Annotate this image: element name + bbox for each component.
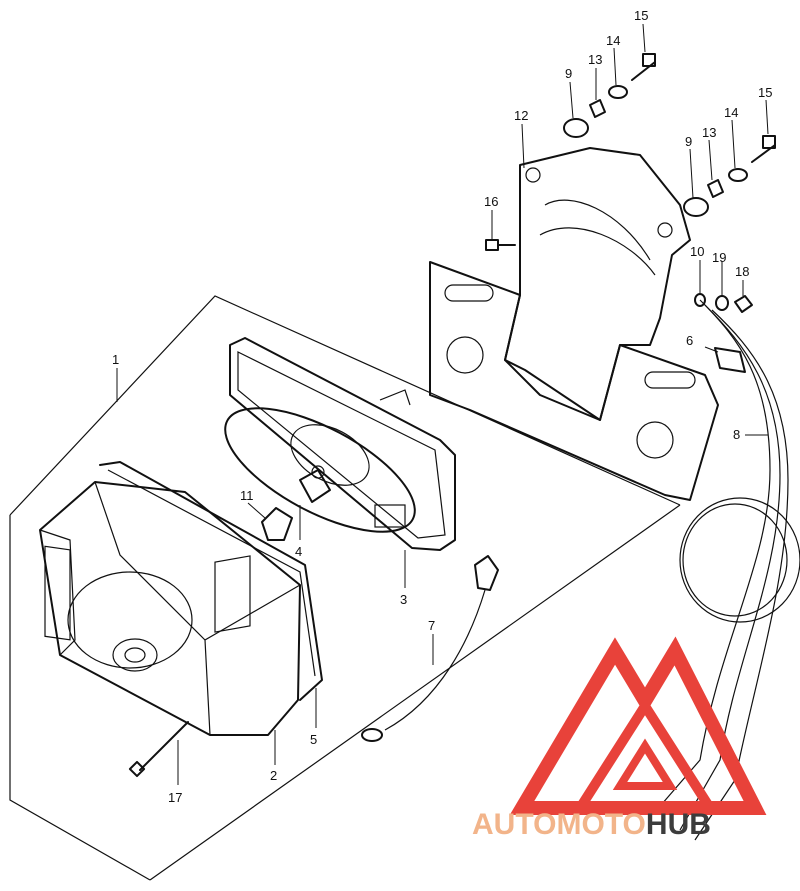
wire-harness [654,299,800,841]
callout-labels: 1 2 3 4 5 6 7 8 9 9 10 11 12 13 13 14 14… [112,8,772,805]
bulb [261,507,293,541]
lens [39,481,301,736]
lower-bolt-set [683,135,776,217]
assembly-outline [9,295,681,881]
callout-15-lower: 15 [758,85,772,100]
wordmark-part-a: AUTOMOTO [472,808,646,841]
callout-18: 18 [735,264,749,279]
license-bracket [429,147,719,501]
callout-9-upper: 9 [565,66,572,81]
callout-10: 10 [690,244,704,259]
callout-9-lower: 9 [685,134,692,149]
triangle-mark-icon [509,636,767,815]
bracket-bolt [485,239,516,251]
callout-6: 6 [686,333,693,348]
callout-13-upper: 13 [588,52,602,67]
callout-14-upper: 14 [606,33,620,48]
lamp-base [224,337,456,551]
callout-8: 8 [733,427,740,442]
wordmark-part-b: HUB [645,808,711,841]
callout-12: 12 [514,108,528,123]
callout-1: 1 [112,352,119,367]
callout-15-upper: 15 [634,8,648,23]
washer-nut-set [694,293,753,313]
callout-2: 2 [270,768,277,783]
ground-wire [361,555,499,742]
callout-14-lower: 14 [724,105,738,120]
callout-3: 3 [400,592,407,607]
callout-19: 19 [712,250,726,265]
gasket [99,461,323,701]
callout-16: 16 [484,194,498,209]
watermark-logo [509,636,767,815]
callout-13-lower: 13 [702,125,716,140]
watermark-wordmark: AUTOMOTOHUB [472,808,711,842]
leader-lines [116,23,769,785]
callout-11: 11 [240,488,254,503]
callout-5: 5 [310,732,317,747]
callout-7: 7 [428,618,435,633]
bulb-socket [299,465,331,503]
upper-bolt-set [563,53,656,138]
lens-screw [128,721,189,778]
callout-17: 17 [168,790,182,805]
callout-4: 4 [295,544,302,559]
